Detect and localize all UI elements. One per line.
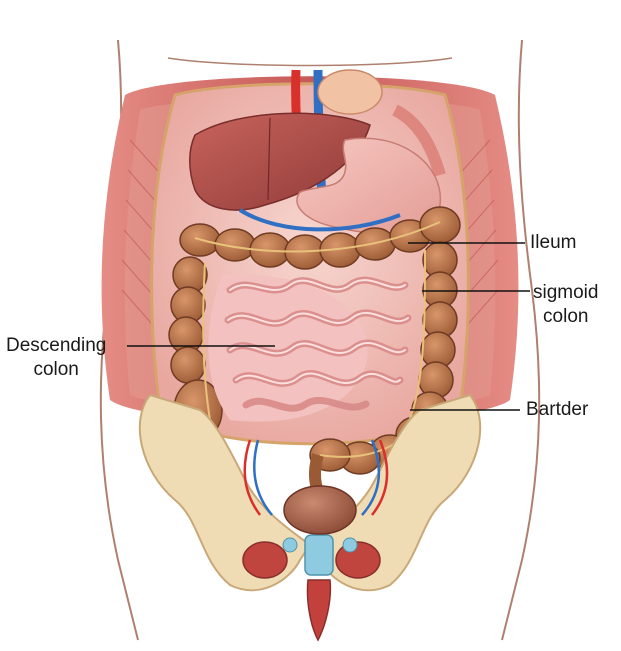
label-descending-line1: Descending — [6, 335, 107, 356]
obturator-foramen-right — [335, 541, 381, 579]
label-sigmoid-line1: sigmoid — [533, 282, 599, 303]
obturator-foramen-left — [242, 541, 288, 579]
label-ileum-text: Ileum — [530, 232, 577, 253]
bladder — [283, 485, 357, 535]
small-intestine — [208, 274, 412, 422]
pubic-tubercle-right — [342, 537, 358, 553]
pubic-symphysis — [304, 534, 334, 576]
label-sigmoid-line2: colon — [543, 306, 589, 327]
diaphragm-organ — [317, 69, 383, 115]
label-bartder-text: Bartder — [526, 399, 589, 420]
rectum — [306, 579, 332, 642]
pubic-tubercle-left — [282, 537, 298, 553]
label-descending-colon: Descending colon — [6, 334, 106, 382]
label-ileum: Ileum — [530, 231, 576, 255]
gastroepiploic-vessel — [238, 208, 401, 232]
label-bartder: Bartder — [526, 398, 588, 422]
label-sigmoid-colon: sigmoid colon — [533, 281, 598, 329]
leader-lines — [127, 242, 530, 411]
label-descending-line2: colon — [33, 359, 79, 380]
pelvic-vessels — [243, 439, 389, 516]
